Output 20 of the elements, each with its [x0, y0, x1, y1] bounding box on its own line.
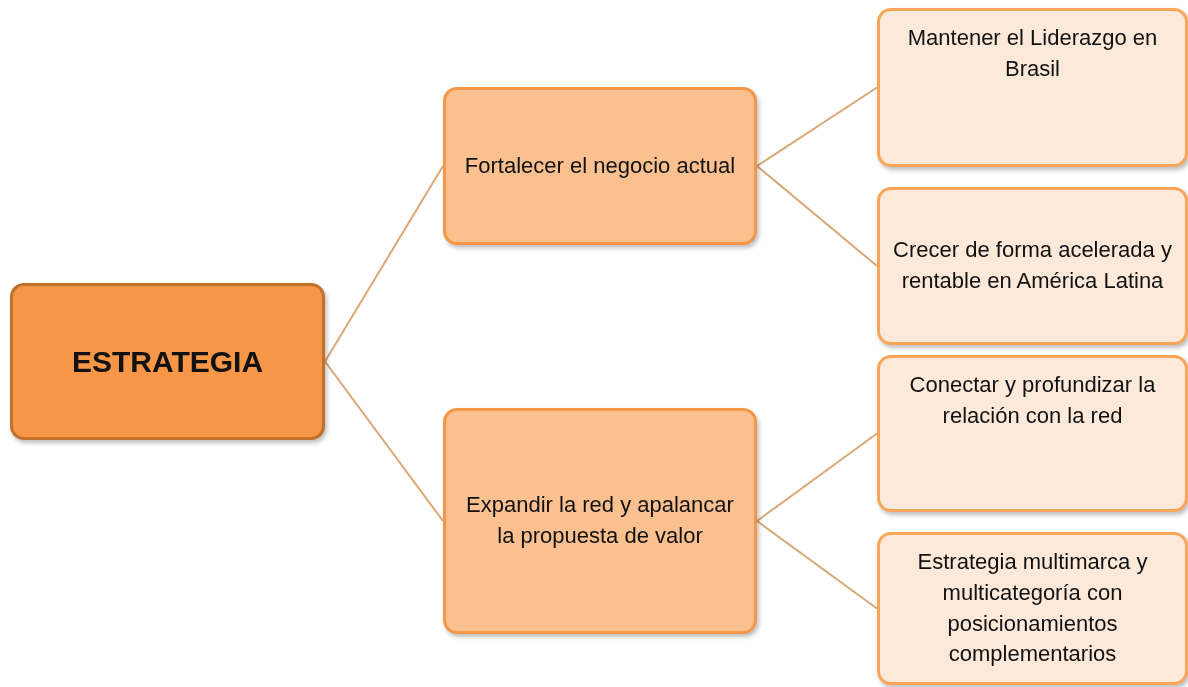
connector-line [756, 432, 878, 522]
box-text: Estrategia multimarca y multicategoría con posicionamientos complementarios [916, 547, 1149, 669]
strategy-box [877, 532, 1188, 685]
strategy-box [443, 408, 757, 634]
strategy-box [877, 8, 1188, 167]
box-text: Conectar y profundizar la relación con la red [908, 371, 1157, 430]
strategy-box [877, 355, 1188, 512]
connector-line [756, 520, 878, 610]
strategy-box [443, 87, 757, 245]
connector-line [756, 86, 878, 167]
box-text: ESTRATEGIA [71, 343, 264, 380]
box-text: Crecer de forma acelerada y rentable en América Latina [892, 236, 1173, 295]
box-text: Fortalecer el negocio actual [464, 151, 736, 180]
connector-line [324, 360, 444, 522]
root-box [10, 283, 325, 440]
box-text: Expandir la red y apalancar la propuesta de valor [465, 491, 735, 550]
strategy-box [877, 187, 1188, 345]
connector-line [324, 165, 444, 363]
box-text: Mantener el Liderazgo en Brasil [906, 24, 1159, 83]
connector-line [756, 165, 878, 267]
